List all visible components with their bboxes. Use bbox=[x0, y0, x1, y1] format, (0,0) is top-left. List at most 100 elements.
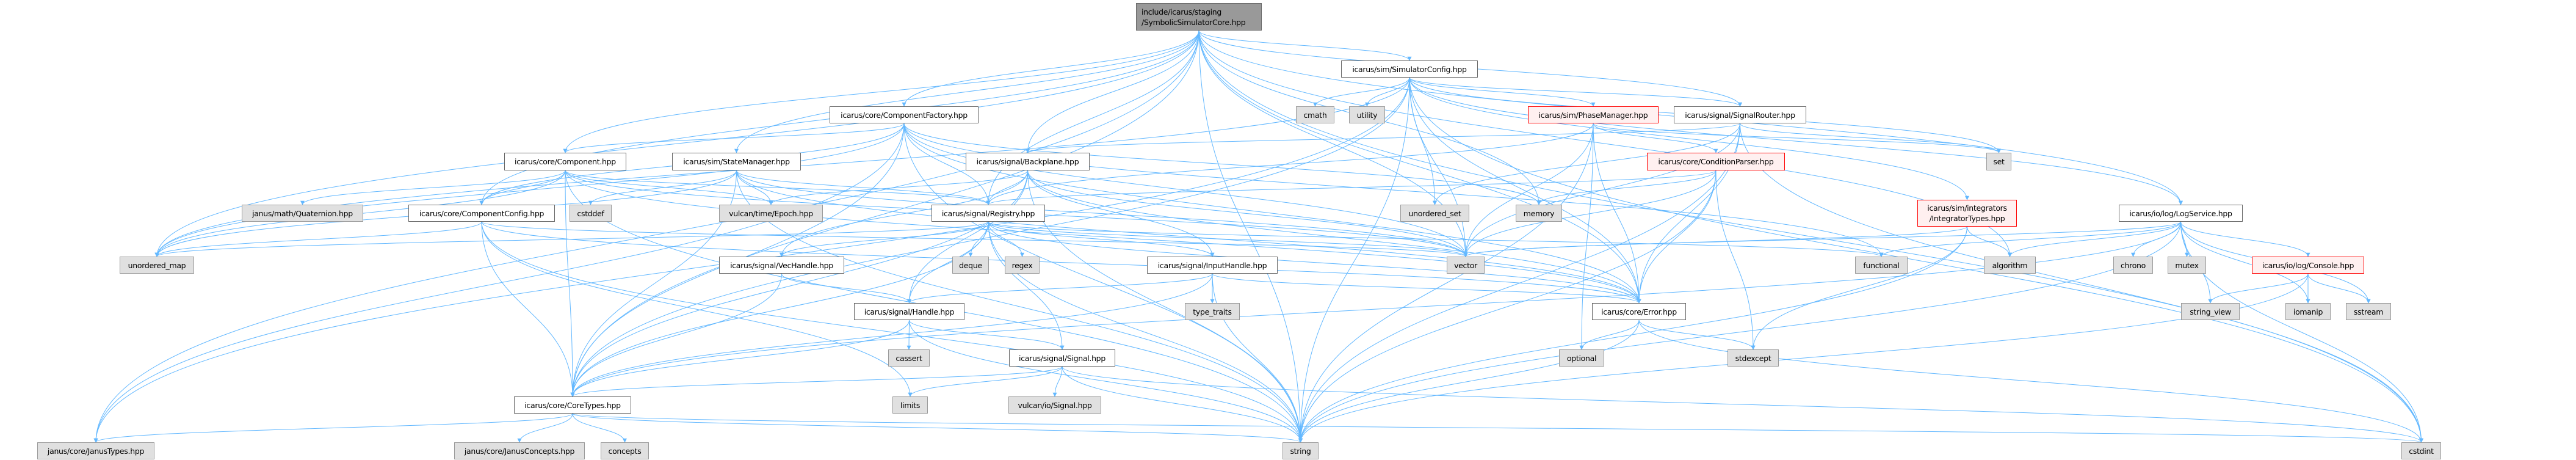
edge-simconfig-to-cstdint bbox=[1409, 77, 2423, 443]
edge-logservice-to-vector bbox=[1463, 221, 2181, 257]
edge-root-to-component bbox=[563, 30, 1199, 153]
edge-statemgr-to-vector bbox=[736, 170, 1468, 257]
node-memory[interactable]: memory bbox=[1516, 205, 1562, 222]
edge-signal-to-string bbox=[1062, 366, 1303, 443]
edge-compconfig-to-vector bbox=[481, 221, 1468, 257]
edge-sigrouter-to-string bbox=[1298, 123, 1740, 443]
node-iomanip[interactable]: iomanip bbox=[2285, 303, 2331, 320]
edge-handle-to-coretypes bbox=[570, 319, 910, 397]
node-condparser[interactable]: icarus/core/ConditionParser.hpp bbox=[1647, 153, 1785, 170]
node-vechandle[interactable]: icarus/signal/VecHandle.hpp bbox=[719, 257, 844, 274]
node-inputhandle[interactable]: icarus/signal/InputHandle.hpp bbox=[1147, 257, 1278, 274]
node-set[interactable]: set bbox=[1986, 153, 2011, 170]
node-vector[interactable]: vector bbox=[1447, 257, 1485, 274]
node-vulcansignal[interactable]: vulcan/io/Signal.hpp bbox=[1008, 396, 1101, 414]
edge-registry-to-signal bbox=[988, 221, 1065, 350]
edge-phasemgr-to-vector bbox=[1463, 123, 1594, 257]
node-statemgr[interactable]: icarus/sim/StateManager.hpp bbox=[672, 153, 801, 170]
edge-logservice-to-algorithm bbox=[2008, 221, 2181, 257]
edge-root-to-error bbox=[1198, 30, 1641, 304]
node-cstddef[interactable]: cstddef bbox=[570, 205, 612, 222]
edge-compfactory-to-memory bbox=[903, 123, 1541, 205]
edge-logservice-to-console bbox=[2180, 221, 2310, 257]
edge-simconfig-to-utility bbox=[1365, 77, 1410, 107]
edge-console-to-string_view bbox=[2208, 273, 2309, 304]
edge-signal-to-limits bbox=[908, 366, 1063, 397]
edge-signal-to-cstdint bbox=[1062, 366, 2423, 443]
edge-error-to-cstdint bbox=[1638, 319, 2423, 443]
node-unordered-map[interactable]: unordered_map bbox=[120, 257, 194, 274]
edge-root-to-string bbox=[1198, 30, 1303, 443]
node-cstdint[interactable]: cstdint bbox=[2401, 442, 2441, 459]
node-chrono[interactable]: chrono bbox=[2113, 257, 2153, 274]
edge-compfactory-to-functional bbox=[903, 123, 1884, 257]
node-algorithm[interactable]: algorithm bbox=[1984, 257, 2036, 274]
node-error[interactable]: icarus/core/Error.hpp bbox=[1592, 303, 1686, 320]
node-janusconcepts[interactable]: janus/core/JanusConcepts.hpp bbox=[454, 442, 585, 459]
node-compconfig[interactable]: icarus/core/ComponentConfig.hpp bbox=[408, 205, 555, 222]
node-epoch[interactable]: vulcan/time/Epoch.hpp bbox=[719, 205, 823, 222]
edge-backplane-to-vector bbox=[1027, 170, 1468, 257]
node-simconfig[interactable]: icarus/sim/SimulatorConfig.hpp bbox=[1341, 60, 1478, 78]
edge-inputhandle-to-coretypes bbox=[570, 273, 1213, 397]
node-registry[interactable]: icarus/signal/Registry.hpp bbox=[932, 205, 1045, 222]
edge-root-to-backplane bbox=[1026, 30, 1199, 153]
node-compfactory[interactable]: icarus/core/ComponentFactory.hpp bbox=[830, 106, 979, 123]
node-utility[interactable]: utility bbox=[1349, 106, 1385, 123]
node-limits[interactable]: limits bbox=[892, 396, 928, 414]
node-cmath[interactable]: cmath bbox=[1296, 106, 1334, 123]
edge-statemgr-to-epoch bbox=[736, 170, 773, 205]
node-janustypes[interactable]: janus/core/JanusTypes.hpp bbox=[37, 442, 154, 459]
edge-phasemgr-to-registry bbox=[986, 123, 1594, 205]
node-cassert[interactable]: cassert bbox=[888, 349, 930, 367]
edge-condparser-to-memory bbox=[1536, 170, 1717, 205]
node-console[interactable]: icarus/io/log/Console.hpp bbox=[2252, 257, 2364, 274]
node-sigrouter[interactable]: icarus/signal/SignalRouter.hpp bbox=[1674, 106, 1806, 123]
node-string-view[interactable]: string_view bbox=[2181, 303, 2240, 320]
edge-root-to-compfactory bbox=[902, 30, 1199, 107]
edge-inputhandle-to-handle bbox=[907, 273, 1213, 304]
node-mutex[interactable]: mutex bbox=[2168, 257, 2206, 274]
node-coretypes[interactable]: icarus/core/CoreTypes.hpp bbox=[514, 396, 631, 414]
edge-phasemgr-to-optional bbox=[1579, 123, 1594, 350]
edge-phasemgr-to-set bbox=[1593, 123, 2001, 153]
node-concepts[interactable]: concepts bbox=[601, 442, 649, 459]
node-regex[interactable]: regex bbox=[1005, 257, 1040, 274]
edge-condparser-to-error bbox=[1637, 170, 1717, 304]
edge-compconfig-to-limits bbox=[481, 221, 913, 397]
node-handle[interactable]: icarus/signal/Handle.hpp bbox=[854, 303, 964, 320]
node-string[interactable]: string bbox=[1283, 442, 1319, 459]
edge-compfactory-to-registry bbox=[903, 123, 991, 205]
edge-backplane-to-vechandle bbox=[780, 170, 1028, 257]
edge-simconfig-to-integrator bbox=[1409, 77, 1969, 200]
node-sstream[interactable]: sstream bbox=[2346, 303, 2391, 320]
edge-backplane-to-inputhandle bbox=[1027, 170, 1215, 257]
node-quaternion[interactable]: janus/math/Quaternion.hpp bbox=[242, 205, 363, 222]
node-stdexcept[interactable]: stdexcept bbox=[1728, 349, 1779, 367]
edge-backplane-to-epoch bbox=[769, 170, 1028, 205]
node-integrator[interactable]: icarus/sim/integrators /IntegratorTypes.… bbox=[1917, 200, 2017, 227]
edge-compconfig-to-string bbox=[481, 221, 1303, 443]
node-optional[interactable]: optional bbox=[1559, 349, 1604, 367]
node-root[interactable]: include/icarus/staging /SymbolicSimulato… bbox=[1136, 3, 1262, 31]
edge-statemgr-to-string bbox=[736, 170, 1303, 443]
edge-condparser-to-stdexcept bbox=[1715, 170, 1756, 350]
node-backplane[interactable]: icarus/signal/Backplane.hpp bbox=[966, 153, 1090, 170]
edge-component-to-compconfig bbox=[479, 170, 566, 205]
node-logservice[interactable]: icarus/io/log/LogService.hpp bbox=[2119, 205, 2243, 222]
edge-registry-to-regex bbox=[988, 221, 1024, 257]
node-type-traits[interactable]: type_traits bbox=[1185, 303, 1240, 320]
edge-simconfig-to-string bbox=[1298, 77, 1410, 443]
edge-error-to-stdexcept bbox=[1638, 319, 1756, 350]
node-unordered-set[interactable]: unordered_set bbox=[1400, 205, 1469, 222]
node-phasemgr[interactable]: icarus/sim/PhaseManager.hpp bbox=[1528, 106, 1659, 123]
node-component[interactable]: icarus/core/Component.hpp bbox=[504, 153, 626, 170]
edge-component-to-epoch bbox=[565, 170, 773, 205]
node-functional[interactable]: functional bbox=[1855, 257, 1908, 274]
edge-registry-to-coretypes bbox=[570, 221, 989, 397]
edge-signal-to-coretypes bbox=[570, 366, 1063, 397]
edge-simconfig-to-sigrouter bbox=[1409, 77, 1742, 107]
node-deque[interactable]: deque bbox=[952, 257, 989, 274]
node-signal[interactable]: icarus/signal/Signal.hpp bbox=[1009, 349, 1115, 367]
